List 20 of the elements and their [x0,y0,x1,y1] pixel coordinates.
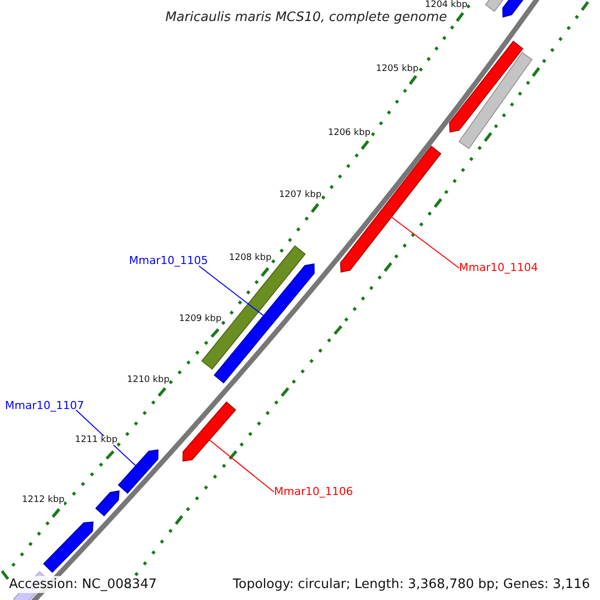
gene-label: Mmar10_1104 [459,262,538,273]
gene-label: Mmar10_1105 [129,255,208,266]
leader-line [390,216,460,268]
gene-feature [182,401,236,462]
gene-feature [340,146,442,273]
leader-line [76,410,136,466]
tick-label: 1205 kbp [376,65,418,74]
gene-feature [118,449,159,494]
leader-line [206,438,274,492]
gene-label: Mmar10_1107 [5,400,84,411]
title: Maricaulis maris MCS10, complete genome [165,11,447,24]
tick-label: 1212 kbp [22,496,64,505]
leader-line [198,266,264,316]
gene-label: Mmar10_1106 [274,486,353,497]
accession-text: Accession: NC_008347 [9,576,157,593]
genome-info-text: Topology: circular; Length: 3,368,780 bp; Genes: 3,116 [232,576,590,593]
tick-label: 1204 kbp [425,1,468,10]
tick-label: 1210 kbp [127,376,170,385]
tick-label: 1207 kbp [279,191,322,200]
tick-label: 1209 kbp [179,315,222,324]
